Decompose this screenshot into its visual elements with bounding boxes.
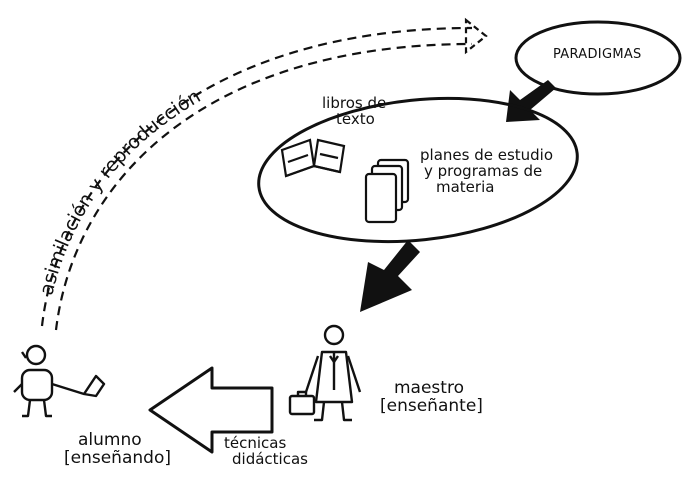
planes-label-line2: y programas de [424,161,543,180]
tecnicas-label: técnicas didácticas [222,434,308,468]
asimilacion-label: asimilación y reproducción [35,85,204,297]
arrow-maestro-to-alumno [148,366,274,454]
alumno-figure [13,344,106,418]
libros-label-line1: libros de [322,94,387,112]
tecnicas-label-line2: didácticas [232,449,308,468]
libros-label-line2: texto [336,109,375,128]
maestro-figure [288,324,362,422]
resources-bubble [257,96,579,244]
maestro-label-line2: [enseñante] [380,395,483,416]
arrow-paradigmas-to-resources [506,80,556,122]
assimilation-arc-outer [40,26,473,327]
documents-icon [364,158,410,224]
paradigmas-bubble [514,20,682,96]
maestro-label-line1: maestro [394,378,464,398]
alumno-label: alumno [enseñando] [64,430,171,468]
assimilation-arc-inner [54,42,473,331]
maestro-label: maestro [enseñante] [380,378,483,416]
planes-label: planes de estudio y programas de materia [420,146,554,196]
alumno-label-line1: alumno [78,430,142,450]
libros-label: libros de texto [322,94,387,128]
planes-label-line3: materia [436,177,495,196]
arrow-resources-to-maestro [360,240,420,312]
paradigmas-label: PARADIGMAS [553,47,642,62]
planes-label-line1: planes de estudio [420,146,554,164]
tecnicas-label-line1: técnicas [224,434,287,452]
alumno-label-line2: [enseñando] [64,447,171,468]
book-icon [280,138,346,178]
assimilation-arc-arrowhead [464,17,488,55]
